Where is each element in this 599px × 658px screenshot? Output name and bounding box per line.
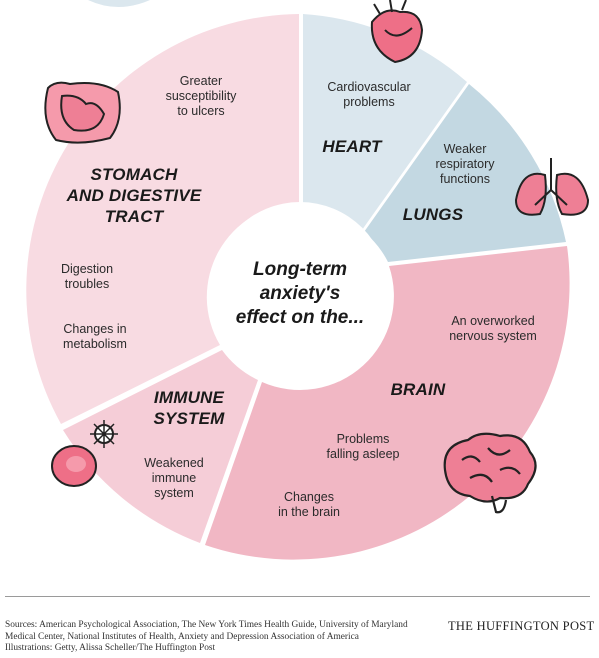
segment-immune — [63, 350, 258, 543]
segment-lungs — [364, 84, 566, 262]
heart-title: HEART — [322, 137, 382, 156]
anxiety-effects-diagram — [26, 0, 590, 560]
segment-heart — [303, 14, 467, 230]
brand-logo-text: THE HUFFINGTON POST — [448, 619, 595, 633]
heart-icon — [370, 0, 424, 64]
footer-divider — [5, 596, 590, 597]
brain-icon — [443, 432, 537, 514]
blood-cell-icon — [51, 420, 118, 487]
center-circle — [212, 202, 388, 378]
decorative-blob — [88, 0, 150, 7]
center-label: Long-term anxiety's effect on the... — [235, 259, 365, 328]
brain-title: BRAIN — [390, 380, 446, 399]
lungs-title: LUNGS — [402, 205, 464, 224]
lungs-icon — [514, 158, 590, 216]
stomach-icon — [44, 81, 121, 144]
sources-text: Sources: American Psychological Associat… — [5, 620, 408, 653]
